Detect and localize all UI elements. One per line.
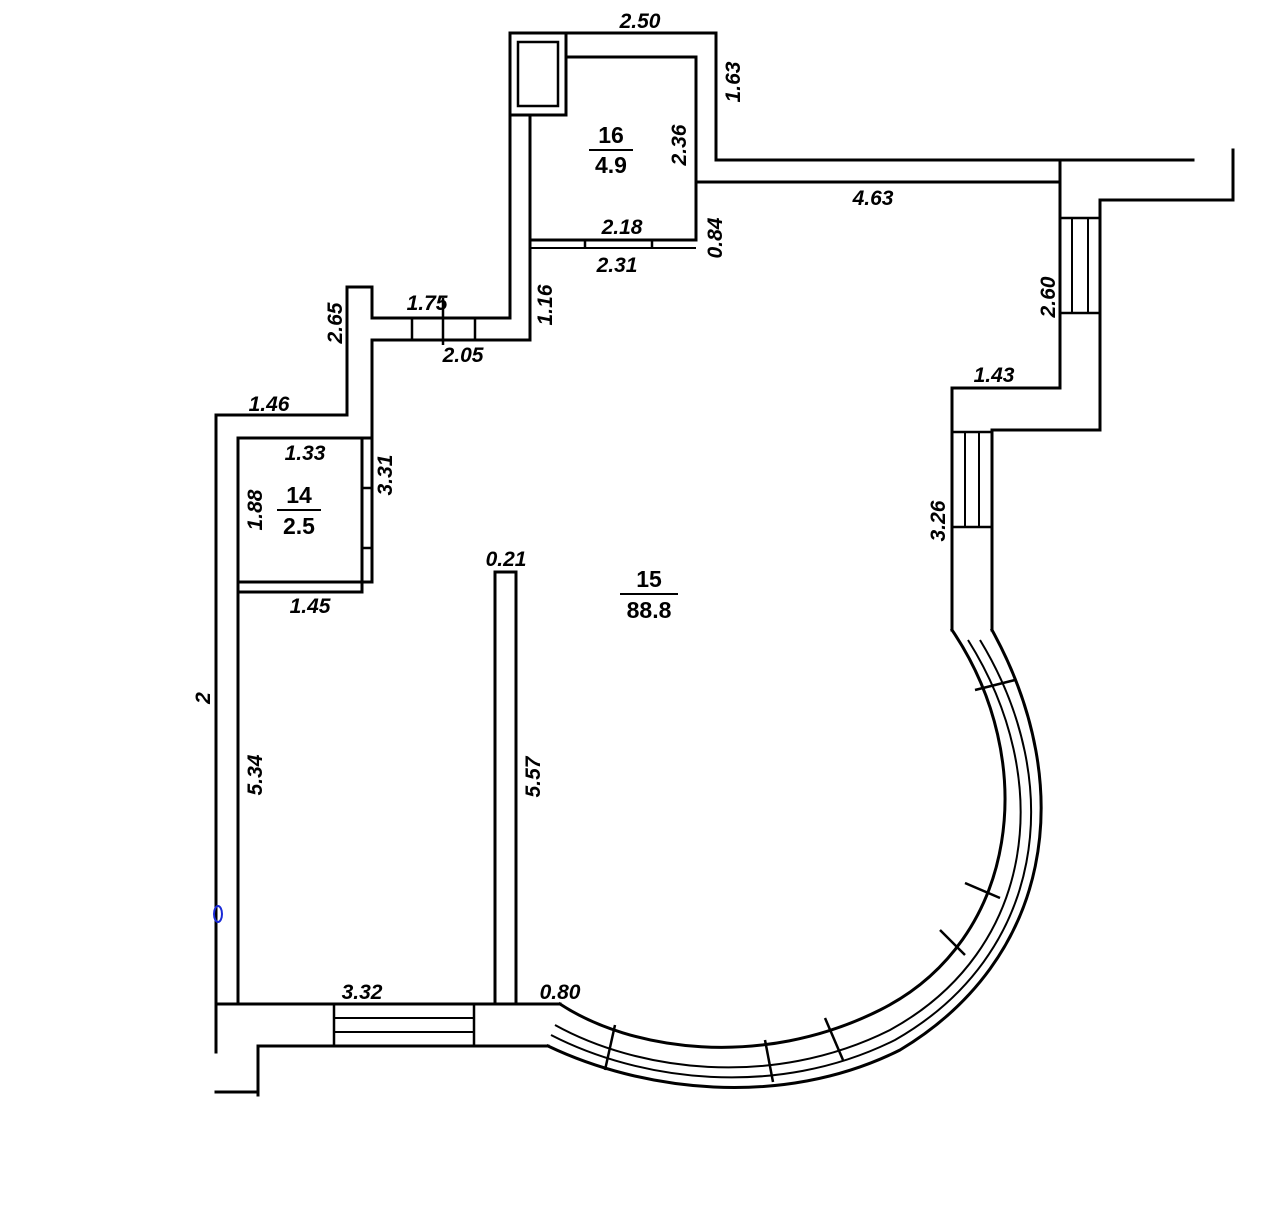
dimension-labels: 2.50 1.63 2.36 4.63 2.18 0.84 2.31 1.16 … [192, 10, 1060, 1004]
dim-label: 2 [192, 692, 215, 705]
curved-wall-inner [557, 627, 1007, 1049]
mullion [763, 1039, 775, 1083]
dim-label: 1.45 [290, 595, 331, 618]
dim-label: 1.16 [534, 284, 557, 325]
dim-label: 2.65 [324, 302, 347, 344]
dim-label: 1.43 [974, 364, 1015, 387]
dim-label: 1.46 [249, 393, 290, 416]
dim-label: 3.26 [927, 500, 950, 541]
curved-glass-1 [554, 639, 1022, 1069]
mullion [964, 881, 1001, 900]
walls [214, 31, 1235, 1097]
room14-wall [236, 436, 374, 584]
room-number: 16 [598, 122, 624, 148]
dim-label: 0.84 [704, 217, 727, 258]
window-right-upper [1058, 216, 1102, 315]
outer-wall [214, 31, 1195, 1054]
room16-wall [564, 55, 698, 242]
mullion [974, 678, 1016, 692]
dim-label: 1.75 [407, 292, 448, 315]
right-wall-outer [990, 148, 1235, 632]
dim-label: 5.34 [244, 754, 267, 795]
dim-label: 0.21 [486, 548, 527, 571]
dim-label: 2.50 [619, 10, 661, 33]
room-area: 4.9 [595, 152, 627, 178]
room-label-14: 14 2.5 [277, 482, 321, 539]
mullion [603, 1024, 617, 1071]
dim-label: 2.60 [1037, 276, 1060, 318]
dim-label: 2.36 [668, 124, 691, 166]
dim-label: 0.80 [540, 981, 581, 1004]
shaft-inner [516, 40, 560, 108]
room-label-15: 15 88.8 [620, 566, 678, 623]
window-bottom [332, 1002, 476, 1048]
dim-label: 1.63 [722, 61, 745, 102]
mullion [823, 1017, 845, 1061]
mullion [939, 929, 966, 956]
dim-label: 3.32 [342, 981, 383, 1004]
bottom-wall-outer [256, 1044, 550, 1097]
column [493, 570, 518, 1006]
shaft-outer [508, 31, 568, 117]
dim-label: 2.18 [601, 216, 643, 239]
dim-label: 4.63 [852, 187, 894, 210]
dim-label: 1.88 [244, 489, 267, 530]
room14-inner-wall [236, 436, 364, 594]
dim-label: 2.05 [442, 344, 484, 367]
dim-label: 1.33 [285, 442, 326, 465]
dim-label: 2.31 [596, 254, 638, 277]
blue-marker [213, 905, 223, 923]
curved-glass-2 [550, 639, 1033, 1079]
curved-wall-outer [545, 627, 1043, 1090]
dim-label: 5.57 [522, 755, 545, 797]
room-number: 14 [286, 482, 312, 508]
window-right-middle [950, 430, 994, 529]
dim-label: 3.31 [374, 455, 397, 496]
inner-wall [236, 180, 1062, 1006]
room-area: 2.5 [283, 513, 315, 539]
windows [332, 216, 1102, 1048]
room-area: 88.8 [627, 597, 672, 623]
room-number: 15 [636, 566, 662, 592]
room-label-16: 16 4.9 [589, 122, 633, 178]
